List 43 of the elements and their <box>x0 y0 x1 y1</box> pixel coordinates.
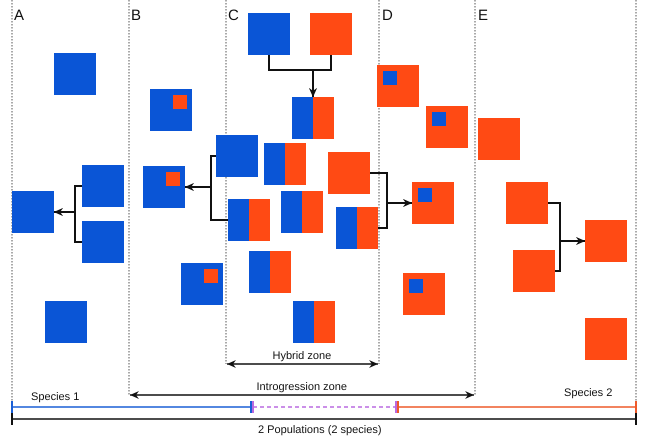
square <box>478 118 520 160</box>
column-letter: A <box>14 7 24 24</box>
square <box>585 220 627 262</box>
square-with-inset <box>403 273 445 315</box>
column-letter: B <box>131 7 142 24</box>
square <box>506 182 548 224</box>
zone-label: Introgression zone <box>256 381 347 394</box>
split-square <box>228 199 270 241</box>
square-with-inset <box>377 65 419 107</box>
square <box>328 152 370 194</box>
column-letter: E <box>478 7 488 24</box>
square <box>248 13 290 55</box>
species-label: Species 2 <box>564 387 612 400</box>
population-label: 2 Populations (2 species) <box>258 424 382 437</box>
arrow <box>555 237 585 272</box>
split-square <box>293 301 335 343</box>
column-letter: D <box>382 7 393 24</box>
split-square <box>336 207 378 249</box>
square <box>216 135 258 177</box>
square <box>513 250 555 292</box>
square-with-inset <box>143 166 185 208</box>
square <box>82 165 124 207</box>
split-square <box>249 251 291 293</box>
arrow <box>185 183 228 221</box>
square <box>585 318 627 360</box>
split-square <box>292 97 334 139</box>
square-with-inset <box>150 89 192 131</box>
square <box>54 53 96 95</box>
square-with-inset <box>181 263 223 305</box>
square <box>82 221 124 263</box>
split-square <box>281 191 323 233</box>
zone-label: Hybrid zone <box>272 350 332 363</box>
square <box>12 191 54 233</box>
arrow <box>54 208 82 243</box>
square <box>310 13 352 55</box>
split-square <box>264 143 306 185</box>
square-with-inset <box>426 106 468 148</box>
arrow <box>309 55 332 97</box>
species-label: Species 1 <box>31 391 80 404</box>
square <box>45 301 87 343</box>
arrow <box>378 199 412 229</box>
column-letter: C <box>228 7 239 24</box>
square-with-inset <box>412 182 454 224</box>
